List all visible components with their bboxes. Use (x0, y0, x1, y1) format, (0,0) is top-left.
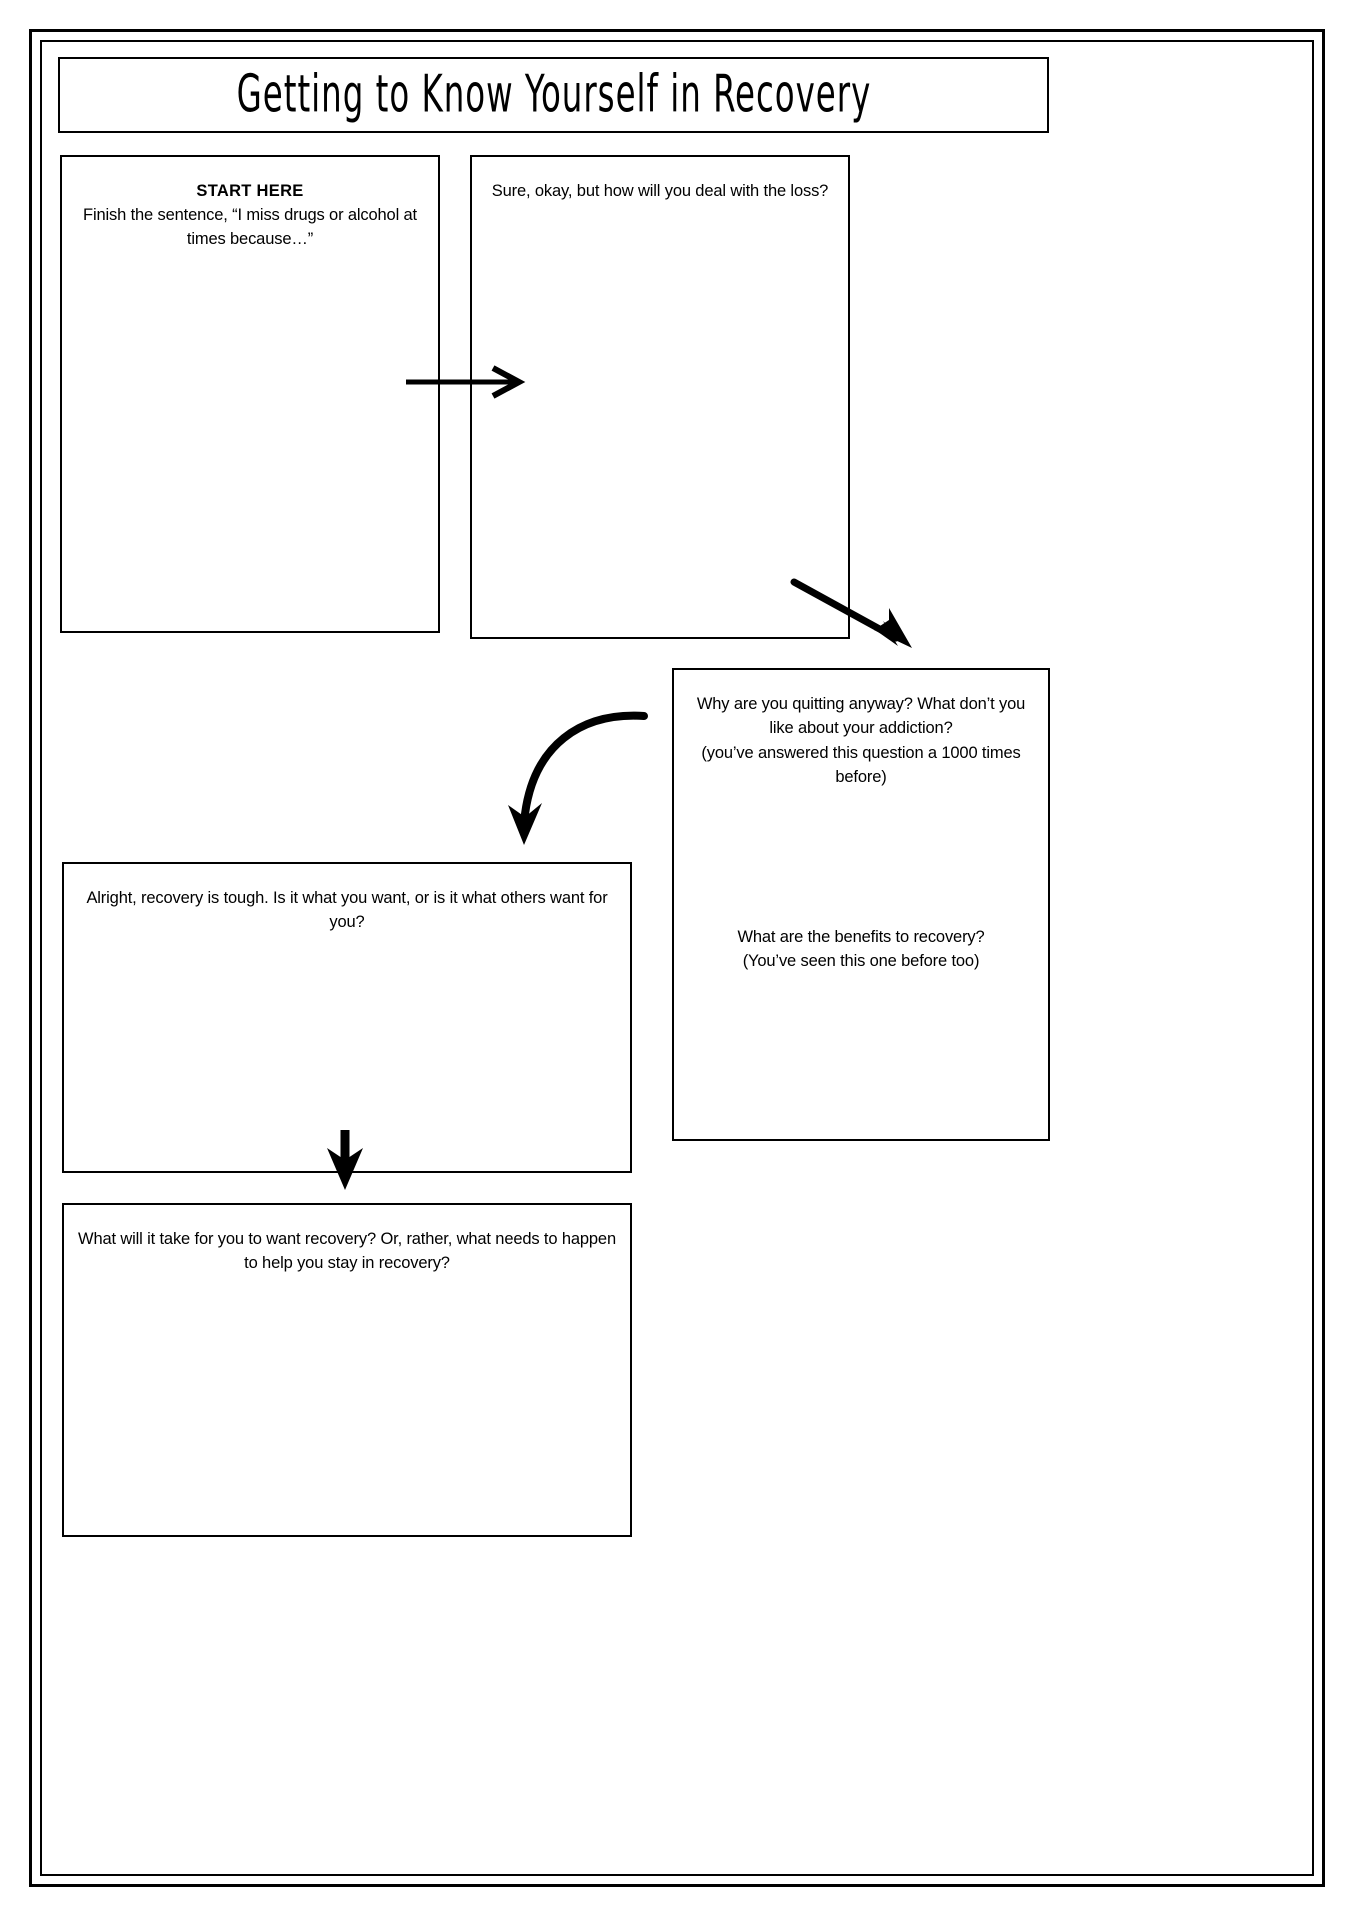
start-here-heading: START HERE (196, 182, 304, 200)
prompt-box-why-quitting[interactable]: Why are you quitting anyway? What don’t … (672, 668, 1050, 1141)
prompt-box-what-will-it-take[interactable]: What will it take for you to want recove… (62, 1203, 632, 1537)
page-inner-border (40, 40, 1314, 1876)
prompt-box-start-here[interactable]: START HERE Finish the sentence, “I miss … (60, 155, 440, 633)
page-outer-border (29, 29, 1325, 1887)
why-quitting-prompt: Why are you quitting anyway? What don’t … (696, 695, 1026, 787)
benefits-to-recovery-prompt: What are the benefits to recovery?(You’v… (737, 928, 985, 971)
prompt-box-deal-with-loss[interactable]: Sure, okay, but how will you deal with t… (470, 155, 850, 639)
recovery-is-tough-prompt: Alright, recovery is tough. Is it what y… (86, 889, 608, 932)
start-here-prompt: Finish the sentence, “I miss drugs or al… (83, 206, 417, 249)
prompt-box-recovery-is-tough[interactable]: Alright, recovery is tough. Is it what y… (62, 862, 632, 1173)
page-title: Getting to Know Yourself in Recovery (236, 64, 871, 125)
deal-with-loss-prompt: Sure, okay, but how will you deal with t… (491, 182, 829, 200)
what-will-it-take-prompt: What will it take for you to want recove… (78, 1230, 616, 1273)
title-banner: Getting to Know Yourself in Recovery (58, 57, 1049, 133)
